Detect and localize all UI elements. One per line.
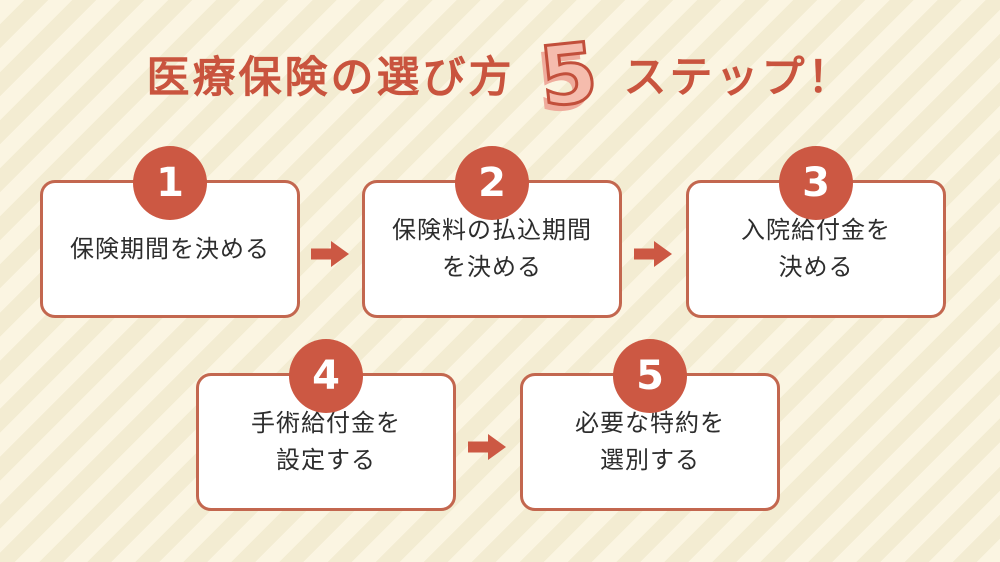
step-card-3: 3 入院給付金を 決める (686, 146, 946, 318)
step-number-2: 2 (478, 160, 506, 206)
step-number-badge-3: 3 (779, 146, 853, 220)
step-3-text-line-1: 入院給付金を (741, 216, 891, 244)
step-number-5: 5 (636, 353, 664, 399)
step-5-text-line-2: 選別する (600, 446, 700, 474)
page-title: 医療保険の選び方 5 ステップ！ (0, 24, 1000, 127)
title-suffix: ステップ！ (623, 52, 854, 103)
step-4-text-line-1: 手術給付金を (251, 409, 401, 437)
step-5-text-line-1: 必要な特約を (575, 409, 725, 437)
step-4-text-line-2: 設定する (276, 446, 376, 474)
step-card-5: 5 必要な特約を 選別する (520, 339, 780, 511)
step-card-2: 2 保険料の払込期間 を決める (362, 146, 622, 318)
step-number-badge-1: 1 (133, 146, 207, 220)
right-arrow-icon-1 (311, 241, 349, 267)
step-number-4: 4 (312, 353, 340, 399)
step-number-3: 3 (802, 160, 830, 206)
step-number-badge-5: 5 (613, 339, 687, 413)
step-number-1: 1 (156, 160, 184, 206)
step-card-1: 1 保険期間を決める (40, 146, 300, 318)
step-number-badge-4: 4 (289, 339, 363, 413)
step-3-text-line-2: 決める (778, 253, 854, 281)
step-number-badge-2: 2 (455, 146, 529, 220)
step-1-text-line-1: 保険期間を決める (70, 234, 270, 263)
title-big-number: 5 (534, 24, 604, 127)
right-arrow-icon-3 (468, 434, 506, 460)
right-arrow-icon-2 (634, 241, 672, 267)
step-card-4: 4 手術給付金を 設定する (196, 339, 456, 511)
step-2-text-line-2: を決める (442, 253, 542, 281)
step-2-text-line-1: 保険料の払込期間 (392, 216, 592, 244)
title-prefix: 医療保険の選び方 (146, 52, 515, 103)
